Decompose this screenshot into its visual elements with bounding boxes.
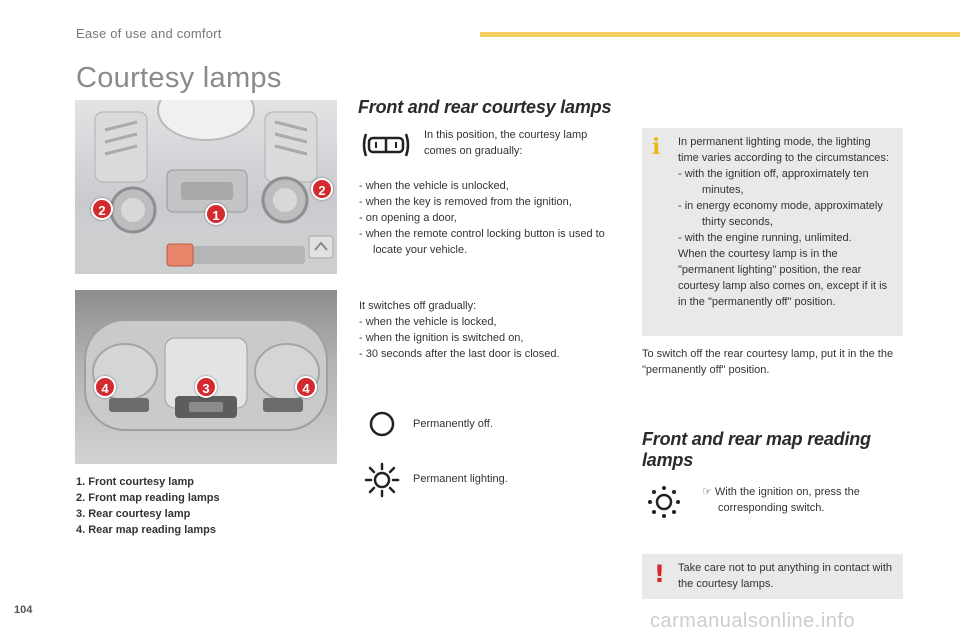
map-reading-instruction: ☞ With the ignition on, press the corres… [702, 486, 860, 514]
callout-badge: 3 [195, 376, 217, 398]
front-console-illustration [75, 100, 337, 274]
courtesy-off-list: - when the vehicle is locked, - when the… [359, 314, 619, 362]
info-box-text: In permanent lighting mode, the lighting… [678, 134, 894, 310]
list-item: - when the vehicle is unlocked, [359, 180, 509, 192]
callout-badge: 2 [311, 178, 333, 200]
door-position-text: In this position, the courtesy lamp come… [424, 129, 588, 157]
rear-console-photo: 3 4 4 [75, 290, 337, 464]
legend-item: 2. Front map reading lamps [76, 492, 220, 504]
info-box: i In permanent lighting mode, the lighti… [642, 128, 903, 336]
map-lamp-switch-icon [648, 486, 680, 518]
warning-text: Take care not to put anything in contact… [678, 562, 893, 590]
legend-item: 4. Rear map reading lamps [76, 524, 216, 536]
courtesy-section-title: Front and rear courtesy lamps [358, 97, 612, 117]
rear-switch-off-text: To switch off the rear courtesy lamp, pu… [642, 348, 894, 376]
map-reading-section-title: Front and rear map reading lamps [642, 429, 871, 470]
callout-badge: 1 [205, 203, 227, 225]
list-item: - on opening a door, [359, 212, 457, 224]
info-intro: In permanent lighting mode, the lighting… [678, 136, 889, 164]
page-number: 104 [14, 604, 33, 616]
info-item: - with the engine running, unlimited. [678, 232, 852, 244]
list-item: - when the key is removed from the ignit… [359, 196, 572, 208]
callout-badge: 2 [91, 198, 113, 220]
warning-icon: ! [654, 560, 665, 588]
lamp-on-icon [364, 462, 400, 498]
permanent-lighting-label: Permanent lighting. [413, 473, 508, 485]
courtesy-on-list: - when the vehicle is unlocked, - when t… [359, 178, 619, 258]
header-accent-bar [480, 32, 960, 37]
callout-badge: 4 [94, 376, 116, 398]
list-item: - when the vehicle is locked, [359, 316, 497, 328]
door-position-icon [362, 133, 410, 157]
header-section-label: Ease of use and comfort [76, 26, 222, 41]
warning-box: ! Take care not to put anything in conta… [642, 554, 903, 599]
info-closing: When the courtesy lamp is in the "perman… [678, 248, 888, 308]
list-item: - when the ignition is switched on, [359, 332, 524, 344]
list-item: - 30 seconds after the last door is clos… [359, 348, 560, 360]
page-title: Courtesy lamps [76, 62, 282, 94]
permanently-off-label: Permanently off. [413, 418, 493, 430]
legend-item: 1. Front courtesy lamp [76, 476, 194, 488]
info-item: - in energy economy mode, approximately … [678, 200, 883, 228]
watermark: carmanualsonline.info [650, 610, 856, 632]
switch-off-intro: It switches off gradually: [359, 300, 477, 312]
callout-badge: 4 [295, 376, 317, 398]
front-console-photo: 1 2 2 [75, 100, 337, 274]
list-item: - when the remote control locking button… [359, 228, 605, 256]
info-item: - with the ignition off, approximately t… [678, 168, 869, 196]
figure-legend: 1. Front courtesy lamp 2. Front map read… [76, 474, 220, 538]
legend-item: 3. Rear courtesy lamp [76, 508, 191, 520]
info-icon: i [652, 134, 661, 160]
rear-console-illustration [84, 319, 328, 431]
lamp-off-icon [369, 411, 395, 437]
